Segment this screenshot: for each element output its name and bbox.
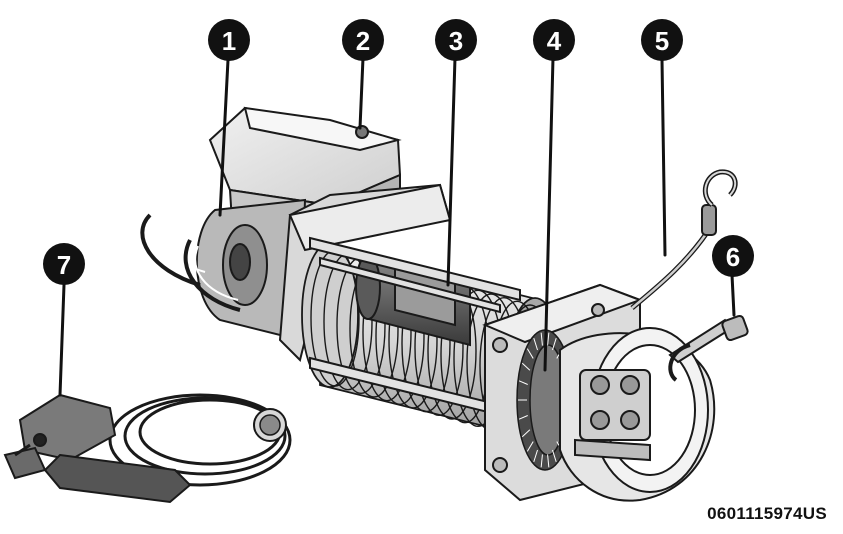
leader-line-2 bbox=[358, 56, 365, 130]
gear-tooth bbox=[547, 454, 550, 468]
gear-tooth bbox=[518, 380, 528, 385]
gear-tooth bbox=[540, 454, 543, 468]
clutch-handle bbox=[668, 314, 749, 382]
motor-housing bbox=[140, 198, 307, 342]
leader-line-1 bbox=[218, 58, 230, 217]
gear-tooth bbox=[552, 449, 557, 463]
callout-2-number: 2 bbox=[356, 26, 370, 56]
gear-tooth bbox=[518, 415, 528, 420]
gear-tooth bbox=[547, 332, 550, 346]
callout-7-number: 7 bbox=[57, 250, 71, 280]
callout-1-number: 1 bbox=[222, 26, 236, 56]
gear-tooth bbox=[540, 332, 543, 346]
callout-5-number: 5 bbox=[655, 26, 669, 56]
callout-2: 2 bbox=[342, 19, 384, 61]
gear-tooth bbox=[552, 337, 557, 351]
callout-6-number: 6 bbox=[726, 242, 740, 272]
leader-lines bbox=[58, 56, 736, 397]
gear-tooth bbox=[533, 449, 538, 463]
leader-line-5 bbox=[660, 58, 667, 257]
callout-4-number: 4 bbox=[547, 26, 562, 56]
leader-line-6 bbox=[730, 273, 736, 317]
callout-7: 7 bbox=[43, 243, 85, 285]
leader-line-7 bbox=[58, 283, 66, 397]
gear-tooth bbox=[526, 441, 534, 452]
remote-control-pendant bbox=[3, 393, 192, 504]
callout-5: 5 bbox=[641, 19, 683, 61]
gear-tooth bbox=[526, 348, 534, 359]
gear-tooth bbox=[533, 337, 538, 351]
leader-line-4 bbox=[543, 56, 555, 372]
callout-3: 3 bbox=[435, 19, 477, 61]
gear-tooth bbox=[521, 429, 531, 438]
left-end-plate bbox=[278, 183, 452, 362]
gear-tooth bbox=[521, 362, 531, 371]
callout-4: 4 bbox=[533, 19, 575, 61]
callout-3-number: 3 bbox=[449, 26, 463, 56]
callout-1: 1 bbox=[208, 19, 250, 61]
cable-and-hook bbox=[630, 169, 738, 310]
remote-control-cord bbox=[108, 393, 292, 487]
part-code-label: 0601115974US bbox=[707, 504, 827, 523]
leader-line-3 bbox=[446, 56, 457, 287]
callout-6: 6 bbox=[712, 235, 754, 277]
